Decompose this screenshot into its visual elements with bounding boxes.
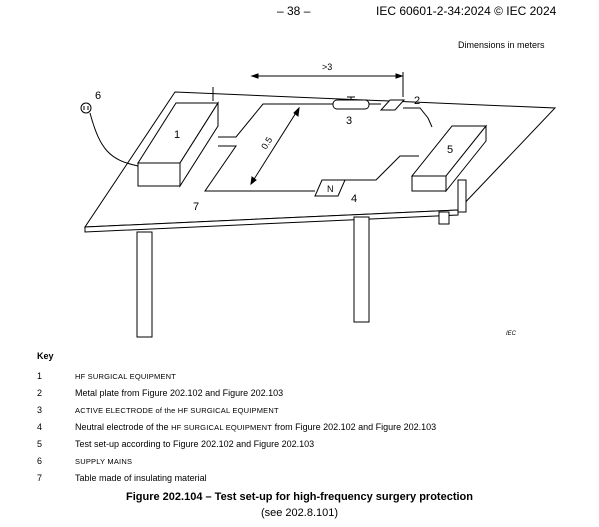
callout-6: 6 bbox=[95, 90, 101, 102]
table-leg bbox=[353, 216, 370, 323]
units-note: Dimensions in meters bbox=[458, 40, 545, 50]
callout-5: 5 bbox=[447, 144, 453, 156]
figure-caption-reference: (see 202.8.101) bbox=[260, 507, 339, 519]
hf-cable bbox=[218, 103, 333, 138]
callout-4: 4 bbox=[351, 193, 357, 205]
table-edge bbox=[84, 209, 459, 233]
table-leg bbox=[457, 179, 467, 213]
table-leg bbox=[438, 211, 450, 225]
key-title: Key bbox=[37, 351, 54, 361]
active-electrode bbox=[332, 99, 370, 110]
standard-reference: IEC 60601-2-34:2024 © IEC 2024 bbox=[376, 4, 557, 18]
table-leg bbox=[136, 231, 153, 338]
callout-2: 2 bbox=[414, 95, 420, 107]
supply-mains-cable bbox=[89, 112, 139, 167]
callout-1: 1 bbox=[174, 129, 180, 141]
plug-icon bbox=[80, 102, 92, 114]
figure-caption: Figure 202.104 – Test set-up for high-fr… bbox=[126, 491, 473, 503]
plate-cable bbox=[403, 107, 433, 128]
test-setup-figure: >3 0.5 N IEC 1 2 3 4 5 6 7 bbox=[80, 62, 557, 338]
metal-plate bbox=[379, 99, 406, 111]
iec-mark: IEC bbox=[506, 331, 517, 337]
plate-cable bbox=[343, 155, 419, 181]
dim-length-label: >3 bbox=[322, 62, 332, 72]
callout-3: 3 bbox=[346, 115, 352, 127]
hf-cable bbox=[204, 145, 315, 192]
neutral-electrode bbox=[314, 179, 346, 197]
callout-7: 7 bbox=[193, 201, 199, 213]
neutral-electrode-label: N bbox=[327, 184, 334, 194]
dim-width-line bbox=[250, 107, 300, 185]
page-number: – 38 – bbox=[277, 4, 311, 18]
